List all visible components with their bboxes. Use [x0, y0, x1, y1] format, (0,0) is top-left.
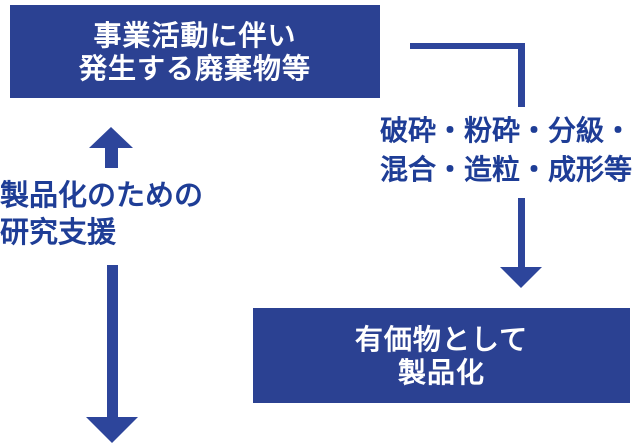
- down-arrowhead-icon: [500, 267, 542, 288]
- box-waste-source: 事業活動に伴い 発生する廃棄物等: [10, 5, 380, 98]
- process-label-line2: 混合・造粒・成形等: [379, 154, 632, 185]
- process-label: 破砕・粉砕・分級・ 混合・造粒・成形等: [378, 111, 634, 189]
- long-down-arrow-stem: [107, 265, 118, 418]
- box-productization-line1: 有価物として: [354, 323, 529, 355]
- support-label-line2: 研究支援: [0, 217, 117, 249]
- connector-horizontal-line: [410, 43, 525, 49]
- up-arrow-stem: [105, 147, 118, 168]
- up-arrow-icon: [89, 127, 133, 148]
- long-down-arrow-icon: [86, 417, 138, 443]
- process-label-line1: 破砕・粉砕・分級・: [379, 115, 632, 146]
- support-label: 製品化のための 研究支援: [0, 178, 220, 252]
- box-productization: 有価物として 製品化: [253, 308, 630, 403]
- connector-vertical-line-upper: [518, 43, 525, 107]
- connector-vertical-line-lower: [518, 198, 525, 267]
- box-waste-source-line1: 事業活動に伴い: [93, 19, 297, 51]
- box-productization-line2: 製品化: [397, 356, 485, 388]
- support-label-line1: 製品化のための: [0, 180, 204, 212]
- box-waste-source-line2: 発生する廃棄物等: [78, 52, 311, 84]
